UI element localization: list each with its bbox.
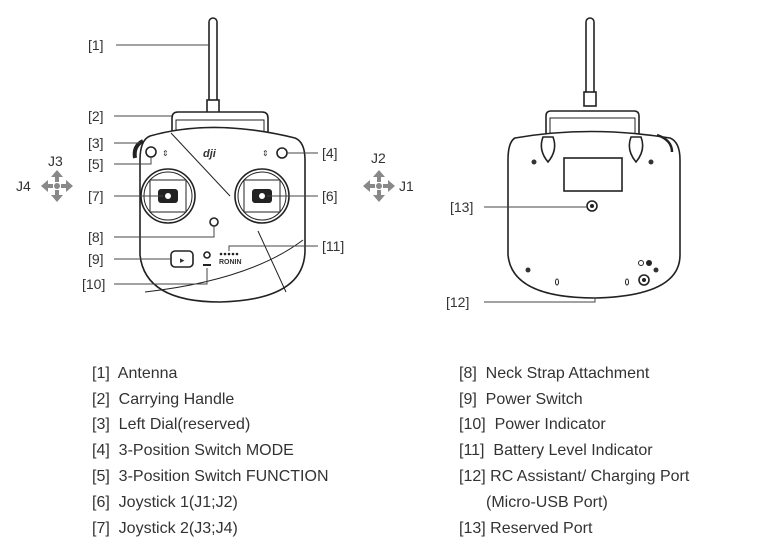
legend-right: [8] Neck Strap Attachment [9] Power Swit… [459,365,690,537]
back-view: [13] [12] [446,17,681,310]
legend-left: [1] Antenna [2] Carrying Handle [3] Left… [92,365,329,537]
left-dial [132,139,144,159]
callout-13: [13] [450,199,473,215]
right-stick-axes [363,170,395,202]
legend-item: [13] Reserved Port [459,520,593,537]
power-indicator [203,251,211,259]
front-view: ⇕ ⇕ dji ▸ RONIN [82,17,344,303]
legend-item: [9] Power Switch [459,391,583,408]
left-stick-axes [41,170,73,202]
axis-label-j2: J2 [371,150,386,166]
callout-8: [8] [88,229,104,245]
legend-item: [12] RC Assistant/ Charging Port [459,468,690,485]
callout-5: [5] [88,156,104,172]
legend-item: [6] Joystick 1(J1;J2) [92,494,238,511]
legend-item: [4] 3-Position Switch MODE [92,442,294,459]
legend-item: [8] Neck Strap Attachment [459,365,650,382]
switch-arrow-icon: ⇕ [162,149,169,158]
function-switch [145,146,157,158]
battery-level-indicator [219,252,239,256]
callout-9: [9] [88,251,104,267]
callout-10: [10] [82,276,105,292]
back-body [507,130,681,299]
legend-item: [10] Power Indicator [459,416,606,433]
callout-7: [7] [88,188,104,204]
legend-item: [3] Left Dial(reserved) [92,416,250,433]
switch-arrow-icon: ⇕ [262,149,269,158]
legend-item: (Micro-USB Port) [486,494,608,511]
callout-2: [2] [88,108,104,124]
antenna [206,17,220,117]
callout-11: [11] [322,238,344,254]
legend-item: [7] Joystick 2(J3;J4) [92,520,238,537]
legend-item: [2] Carrying Handle [92,391,234,408]
legend-item: [5] 3-Position Switch FUNCTION [92,468,329,485]
neck-strap-attachment [209,217,219,227]
callout-1: [1] [88,37,104,53]
mode-switch [276,147,288,159]
carrying-handle-back [545,110,640,135]
callout-12: [12] [446,294,469,310]
legend-item: [11] Battery Level Indicator [459,442,653,459]
play-icon: ▸ [180,255,185,265]
ronin-logo: RONIN [219,259,242,266]
antenna-back [585,17,595,101]
axis-label-j1: J1 [399,178,414,194]
axis-label-j4: J4 [16,178,31,194]
callout-6: [6] [322,188,338,204]
legend-item: [1] Antenna [92,365,178,382]
axis-label-j3: J3 [48,153,63,169]
dji-logo: dji [203,148,217,160]
callout-4: [4] [322,145,338,161]
callout-3: [3] [88,135,104,151]
